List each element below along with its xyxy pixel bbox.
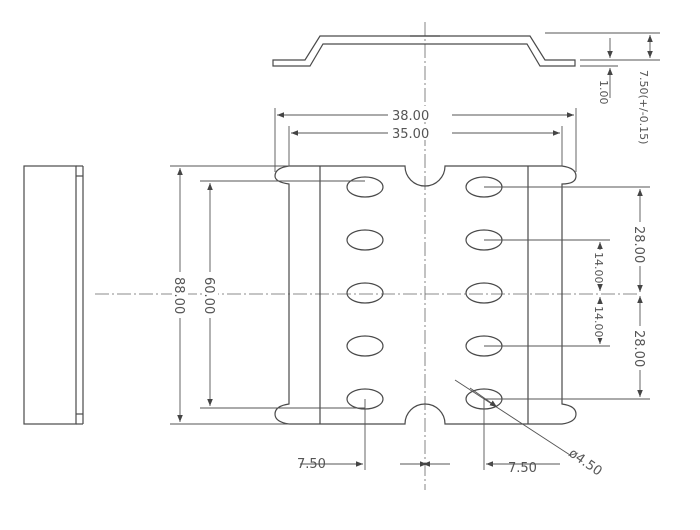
width-inner-label-bg <box>388 124 452 140</box>
hole <box>346 282 384 304</box>
width-outer-label-bg <box>388 106 452 122</box>
height-dimensions <box>170 165 365 425</box>
holes-left-column <box>346 176 384 410</box>
side-view <box>23 165 84 425</box>
plate-front-view <box>274 165 577 425</box>
pitch-dimensions <box>484 186 650 400</box>
flange-height-label: 7.50(+/-0.15) <box>637 70 650 144</box>
top-profile-view <box>272 35 576 67</box>
height-outer-label: 88.00 <box>171 277 186 314</box>
pitch-upper-label-bg <box>592 250 608 284</box>
hole-offset-left-label: 7.50 <box>297 457 326 472</box>
offset-top-label: 28.00 <box>631 226 646 263</box>
offset-bottom-label-bg <box>632 326 648 370</box>
hole-diameter-leader <box>454 379 571 456</box>
hole <box>346 176 384 198</box>
pitch-lower-label: 14.00 <box>592 306 605 338</box>
hole-offset-right-label: 7.50 <box>508 461 537 476</box>
height-outer-label-bg <box>172 272 188 318</box>
hole <box>346 335 384 357</box>
pitch-lower-label-bg <box>592 304 608 338</box>
width-inner-label: 35.00 <box>392 127 429 142</box>
holes-right-column <box>465 176 503 410</box>
offset-top-label-bg <box>632 222 648 266</box>
hole-diameter-label: ø4.50 <box>566 446 605 479</box>
thickness-label: 1.00 <box>597 80 610 105</box>
width-outer-label: 38.00 <box>392 109 429 124</box>
offset-bottom-label: 28.00 <box>631 330 646 367</box>
height-holes-label-bg <box>202 272 218 318</box>
flange-height-dimension <box>545 32 660 98</box>
height-holes-label: 60.00 <box>201 277 216 314</box>
hole-offset-dimensions <box>300 399 560 470</box>
pitch-upper-label: 14.00 <box>592 252 605 284</box>
hole <box>465 282 503 304</box>
hole <box>346 229 384 251</box>
